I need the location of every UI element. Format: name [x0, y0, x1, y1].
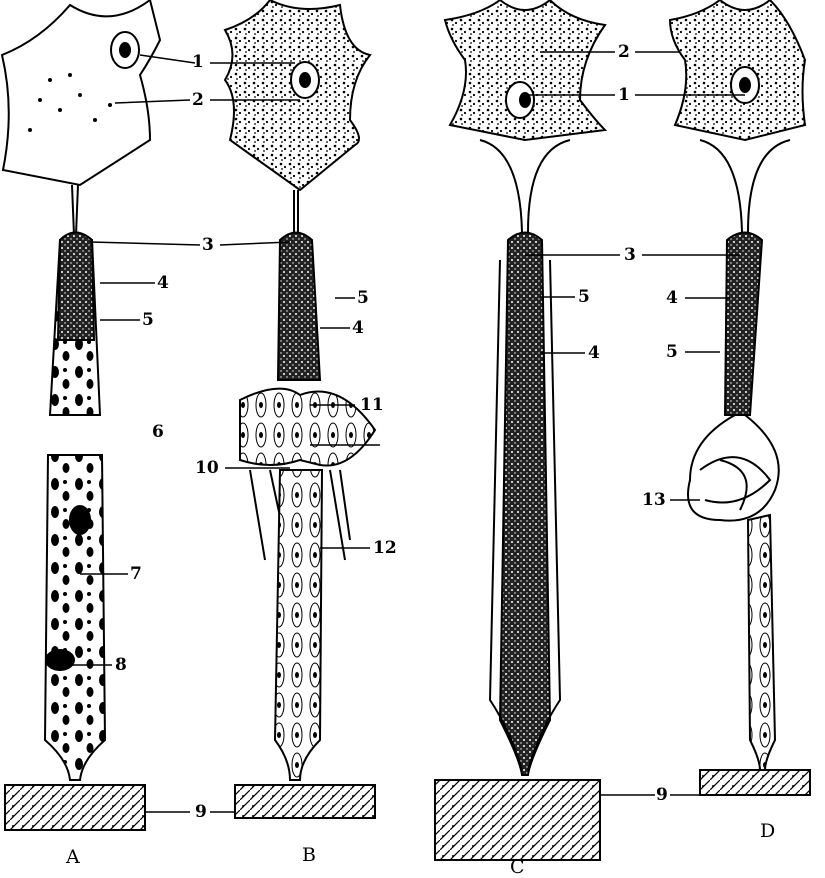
panel-c-drawing — [434, 0, 608, 861]
label-2-cd: 2 — [618, 42, 630, 62]
label-1-a: 1 — [192, 52, 204, 72]
label-11: 11 — [360, 395, 384, 415]
label-2-a: 2 — [192, 90, 204, 110]
label-9-cd: 9 — [656, 785, 668, 805]
panel-label-a: A — [66, 846, 80, 868]
label-5-c: 5 — [578, 287, 590, 307]
panel-label-d: D — [760, 820, 776, 842]
panel-label-c: C — [510, 856, 525, 878]
label-4-b: 4 — [352, 318, 364, 338]
label-6: 6 — [152, 422, 164, 442]
panel-a-drawing — [0, 0, 162, 831]
label-7: 7 — [130, 564, 142, 584]
panel-d-drawing — [668, 0, 811, 796]
label-4-d: 4 — [666, 288, 678, 308]
label-5-b: 5 — [357, 288, 369, 308]
label-4-c: 4 — [588, 343, 600, 363]
label-10: 10 — [195, 458, 219, 478]
label-13: 13 — [642, 490, 666, 510]
label-8: 8 — [115, 655, 127, 675]
label-1-cd: 1 — [618, 85, 630, 105]
panel-label-b: B — [302, 844, 316, 866]
panel-b-drawing — [223, 0, 377, 819]
label-4-a: 4 — [157, 273, 169, 293]
label-12: 12 — [373, 538, 397, 558]
label-9-ab: 9 — [195, 802, 207, 822]
label-5-a: 5 — [142, 310, 154, 330]
label-3-ab: 3 — [202, 235, 214, 255]
label-5-d: 5 — [666, 342, 678, 362]
label-3-cd: 3 — [624, 245, 636, 265]
leader-lines — [60, 51, 745, 813]
